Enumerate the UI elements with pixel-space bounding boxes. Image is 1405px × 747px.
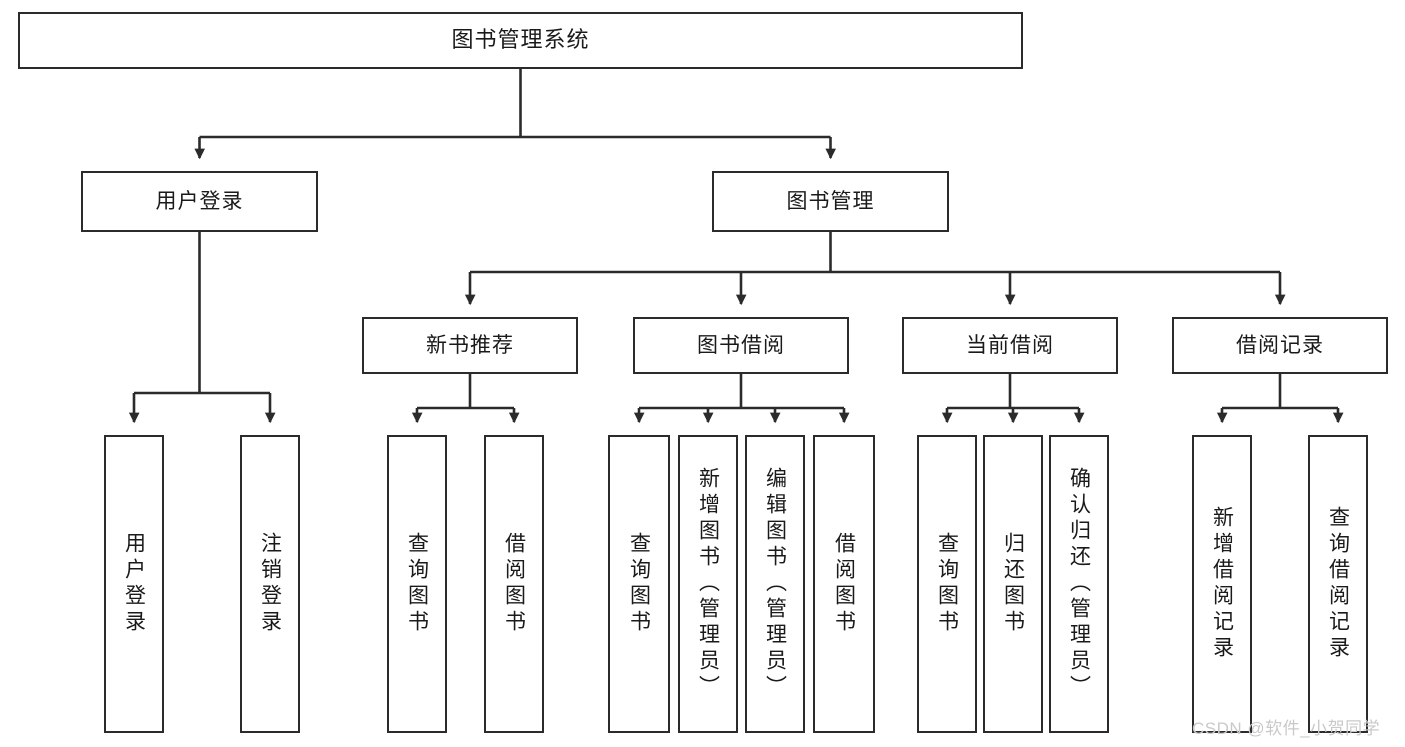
node-leaf-return-book-label: 归还图书	[1001, 532, 1025, 636]
node-leaf-query-borrow-record-label: 查询借阅记录	[1326, 506, 1350, 662]
node-leaf-borrow-book-label: 借阅图书	[832, 532, 856, 636]
node-borrow-record-label: 借阅记录	[1236, 333, 1324, 357]
node-leaf-borrow-book[interactable]: 借阅图书	[813, 435, 875, 733]
node-new-book-recommend[interactable]: 新书推荐	[362, 317, 578, 374]
node-root[interactable]: 图书管理系统	[18, 12, 1023, 69]
node-leaf-query-book-borrow-label: 查询图书	[627, 532, 651, 636]
edge-book-manage-to-level3	[464, 232, 1286, 306]
node-leaf-user-login-label: 用户登录	[122, 532, 146, 636]
node-leaf-user-login[interactable]: 用户登录	[104, 435, 164, 733]
node-leaf-query-book-current-label: 查询图书	[935, 532, 959, 636]
node-book-manage-label: 图书管理	[786, 189, 875, 213]
node-leaf-query-book-rec-label: 查询图书	[405, 532, 429, 636]
edge-book-borrow-to-leaves	[633, 374, 850, 424]
node-leaf-edit-book-admin[interactable]: 编辑图书（管理员）	[745, 435, 805, 733]
node-book-borrow-label: 图书借阅	[697, 333, 785, 357]
node-current-borrow[interactable]: 当前借阅	[902, 317, 1118, 374]
node-user-login-label: 用户登录	[155, 189, 244, 213]
node-leaf-add-borrow-record[interactable]: 新增借阅记录	[1192, 435, 1252, 733]
edge-user-login-to-leaves	[128, 232, 276, 424]
node-leaf-confirm-return-admin-label: 确认归还（管理员）	[1067, 467, 1091, 701]
node-leaf-return-book[interactable]: 归还图书	[983, 435, 1043, 733]
edge-borrow-record-to-leaves	[1216, 374, 1344, 424]
node-book-manage[interactable]: 图书管理	[712, 171, 949, 232]
node-leaf-query-book-current[interactable]: 查询图书	[917, 435, 977, 733]
node-leaf-borrow-book-rec[interactable]: 借阅图书	[484, 435, 544, 733]
node-leaf-add-borrow-record-label: 新增借阅记录	[1210, 506, 1234, 662]
node-leaf-logout-label: 注销登录	[258, 532, 282, 636]
node-leaf-query-book-rec[interactable]: 查询图书	[387, 435, 447, 733]
node-leaf-query-borrow-record[interactable]: 查询借阅记录	[1308, 435, 1368, 733]
node-root-label: 图书管理系统	[451, 27, 590, 53]
node-user-login[interactable]: 用户登录	[81, 171, 318, 232]
edge-current-borrow-to-leaves	[941, 374, 1085, 424]
node-leaf-confirm-return-admin[interactable]: 确认归还（管理员）	[1049, 435, 1109, 733]
node-new-book-recommend-label: 新书推荐	[426, 333, 514, 357]
node-borrow-record[interactable]: 借阅记录	[1172, 317, 1388, 374]
watermark: CSDN @软件_小贺同学	[1192, 719, 1381, 738]
node-leaf-add-book-admin-label: 新增图书（管理员）	[696, 467, 720, 701]
node-current-borrow-label: 当前借阅	[966, 333, 1054, 357]
node-leaf-add-book-admin[interactable]: 新增图书（管理员）	[678, 435, 738, 733]
node-leaf-logout[interactable]: 注销登录	[240, 435, 300, 733]
node-leaf-edit-book-admin-label: 编辑图书（管理员）	[763, 467, 787, 701]
edge-root-to-level2	[194, 69, 836, 160]
node-book-borrow[interactable]: 图书借阅	[633, 317, 849, 374]
node-leaf-query-book-borrow[interactable]: 查询图书	[608, 435, 670, 733]
node-leaf-borrow-book-rec-label: 借阅图书	[502, 532, 526, 636]
edge-new-book-recommend-to-leaves	[411, 374, 520, 424]
